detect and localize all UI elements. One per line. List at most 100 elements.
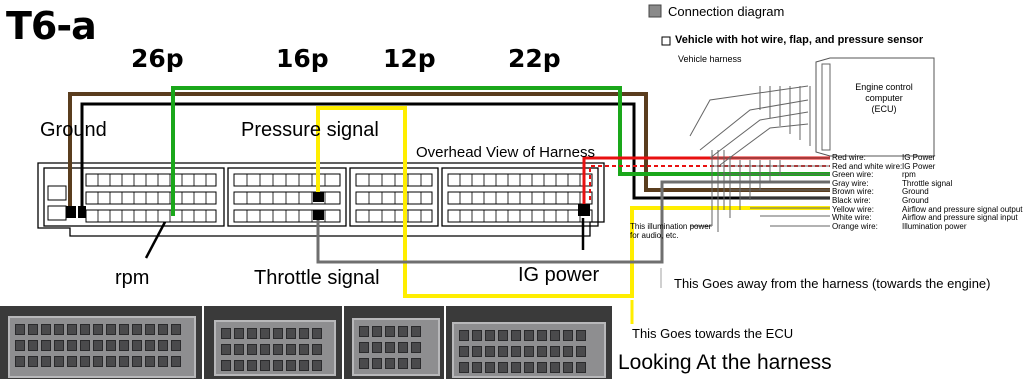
connector-slot [524,346,534,357]
connector-slot [54,324,64,335]
connector-slot [411,342,421,353]
throttle-signal-label: Throttle signal [254,267,380,289]
connector-slot [247,328,257,339]
connector-slot [158,356,168,367]
connector-slot [28,356,38,367]
connector-slot [221,344,231,355]
connector-slot [80,356,90,367]
connector-slot [106,356,116,367]
connector-slot [15,324,25,335]
connector-slot [550,330,560,341]
connector-slot [524,330,534,341]
connector-slot [576,346,586,357]
connector-slot [524,362,534,373]
connector-slot [54,340,64,351]
connector-slot [563,362,573,373]
connector-slot [234,328,244,339]
connector-slot [260,328,270,339]
connector-slot [359,358,369,369]
connector-slot [132,324,142,335]
yellow-wire [316,106,830,298]
wire-row: White wire:Airflow and pressure signal i… [832,213,1018,223]
harness-photo-22p [446,306,612,379]
connector-slot [171,324,181,335]
connector-slot [273,360,283,371]
connector-slot [459,330,469,341]
connector-slot [372,358,382,369]
wire-row: Red and white wire:IG Power [832,161,936,171]
wire-row: Green wire:rpm [832,170,916,180]
connection-diagram-drawing [648,4,935,232]
connector-slot [299,360,309,371]
connector-slot [132,340,142,351]
connector-slot [171,356,181,367]
connector-slot [15,356,25,367]
connection-diagram-subheading: Vehicle with hot wire, flap, and pressur… [675,34,924,46]
connector-slot [550,362,560,373]
connector-slot [299,344,309,355]
connector-slot [67,356,77,367]
connector-slot [472,362,482,373]
pin-count-16p: 16p [276,44,329,73]
connector-slot [485,330,495,341]
connector-slot [372,342,382,353]
connector-slot [385,326,395,337]
connector-slot [132,356,142,367]
connector-slot [41,340,51,351]
connector-slot [41,324,51,335]
wire-row: Black wire:Ground [832,195,929,205]
ground-label: Ground [40,119,107,141]
connector-slot [260,360,270,371]
connector-slot [273,344,283,355]
ground-pin-marker [78,206,86,218]
connector-slot [398,326,408,337]
connector-slot [234,344,244,355]
connector-slot [459,362,469,373]
pin-count-26p: 26p [131,44,184,73]
connection-diagram-heading: Connection diagram [668,4,785,19]
connector-slot [119,356,129,367]
connector-slot [234,360,244,371]
connector-slot [299,328,309,339]
connector-slot [498,346,508,357]
connector-slot [312,360,322,371]
throttle-pin-marker [313,210,324,220]
connector-slot [550,346,560,357]
connector-slot [398,358,408,369]
connector-slot [359,342,369,353]
rpm-leader [144,221,167,259]
connector-slot [119,324,129,335]
rpm-label: rpm [115,267,150,289]
connector-slot [158,324,168,335]
connector-slot [385,358,395,369]
connector-slot [485,362,495,373]
connector-slot [511,330,521,341]
connector-slot [312,344,322,355]
connector-slot [145,324,155,335]
connector-slot [260,344,270,355]
wire-row: Gray wire:Throttle signal [832,178,953,188]
ig-power-label: IG power [518,264,600,286]
away-note: This Goes away from the harness (towards… [674,276,991,291]
connector-slot [359,326,369,337]
wire-row: Yellow wire:Airflow and pressure signal … [832,204,1023,214]
connector-slot [372,326,382,337]
connector-slot [67,340,77,351]
connector-slot [498,330,508,341]
connector-slot [28,324,38,335]
connector-slot [80,324,90,335]
ecu-connector [37,162,605,237]
connector-slot [411,358,421,369]
towards-ecu-note: This Goes towards the ECU [632,326,794,341]
pressure-pin-marker [313,192,324,202]
connector-slot [221,328,231,339]
connector-slot [498,362,508,373]
connector-slot [145,340,155,351]
wire-row: Orange wire:Illumination power [832,221,967,231]
connector-slot [158,340,168,351]
connector-slot [563,330,573,341]
connector-slot [67,324,77,335]
connector-slot [93,324,103,335]
connector-slot [511,362,521,373]
